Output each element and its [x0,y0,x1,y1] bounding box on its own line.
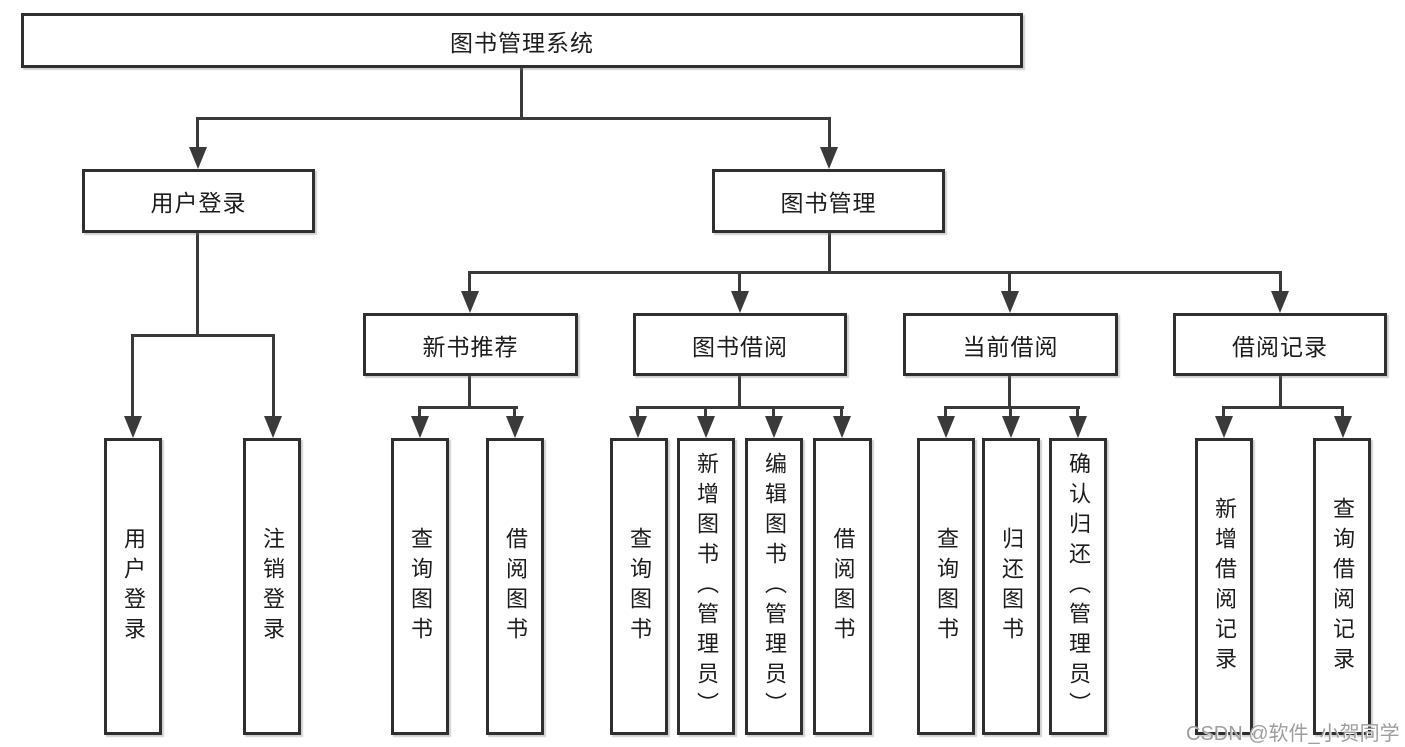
node-root-system: 图书管理系统 [21,13,1023,68]
connector-line [131,334,275,337]
connector-line [1279,271,1282,293]
node-label: 新增借阅记录 [1212,496,1237,677]
node-user-login: 用户登录 [82,169,315,233]
connector-line [196,117,199,149]
connector-line [1009,406,1012,418]
arrow-down-icon [264,416,282,438]
connector-line [196,117,831,120]
arrow-down-icon [1069,416,1087,438]
node-label: 新书推荐 [422,333,519,360]
node-label: 查询图书 [934,526,959,647]
connector-line [468,271,1282,274]
connector-line [1008,376,1011,409]
connector-line [1076,406,1079,418]
leaf-return-book: 归还图书 [982,438,1040,735]
node-label: 图书借阅 [692,333,788,360]
connector-line [196,233,199,337]
connector-line [468,271,471,293]
connector-line [1222,406,1225,418]
connector-line [1341,406,1344,418]
node-label: 图书管理系统 [450,29,594,56]
leaf-query-book-3: 查询图书 [917,438,975,735]
connector-line [1008,271,1011,293]
connector-line [738,376,741,409]
node-label: 用户登录 [150,190,247,216]
connector-line [828,117,831,149]
node-label: 当前借阅 [962,333,1059,360]
connector-line [468,376,471,409]
leaf-add-borrow-record: 新增借阅记录 [1195,438,1253,735]
connector-line [520,68,523,118]
node-label: 查询图书 [408,526,433,647]
connector-line [944,406,1080,409]
arrow-down-icon [629,416,647,438]
node-label: 归还图书 [999,526,1024,647]
connector-line [772,406,775,418]
connector-line [636,406,844,409]
connector-line [636,406,639,418]
connector-line [418,406,421,418]
leaf-edit-book-admin: 编辑图书（管理员） [745,438,803,735]
arrow-down-icon [731,291,749,313]
arrow-down-icon [1215,416,1233,438]
node-label: 注销登录 [260,526,285,647]
arrow-down-icon [411,416,429,438]
node-borrow-record: 借阅记录 [1173,313,1387,376]
leaf-logout: 注销登录 [243,438,301,735]
node-label: 新增图书（管理员） [694,451,719,722]
node-label: 确认归还（管理员） [1066,451,1091,722]
node-label: 查询借阅记录 [1330,496,1355,677]
connector-line [272,334,275,418]
connector-line [1222,406,1344,409]
node-label: 用户登录 [121,526,146,647]
connector-line [131,334,134,418]
arrow-down-icon [1002,416,1020,438]
leaf-confirm-return-admin: 确认归还（管理员） [1049,438,1107,735]
watermark: CSDN @软件_小贺同学 [1186,723,1400,745]
arrow-down-icon [461,291,479,313]
connector-line [1279,376,1282,409]
node-label: 借阅图书 [503,526,528,647]
connector-line [704,406,707,418]
connector-line [418,406,518,409]
arrow-down-icon [833,416,851,438]
connector-line [840,406,843,418]
node-current-borrow: 当前借阅 [903,313,1118,376]
leaf-query-book-1: 查询图书 [391,438,449,735]
connector-line [944,406,947,418]
leaf-query-book-2: 查询图书 [610,438,668,735]
leaf-query-borrow-record: 查询借阅记录 [1313,438,1371,735]
node-label: 借阅图书 [830,526,856,647]
leaf-user-login: 用户登录 [104,438,162,735]
node-book-borrow: 图书借阅 [633,313,847,376]
arrow-down-icon [765,416,783,438]
arrow-down-icon [1271,291,1289,313]
node-label: 图书管理 [780,190,877,216]
arrow-down-icon [937,416,955,438]
node-book-management: 图书管理 [712,169,945,233]
node-label: 借阅记录 [1232,333,1328,360]
arrow-down-icon [506,416,524,438]
arrow-down-icon [1334,416,1352,438]
arrow-down-icon [124,416,142,438]
arrow-down-icon [820,147,838,169]
arrow-down-icon [697,416,715,438]
leaf-borrow-book-1: 借阅图书 [486,438,544,735]
connector-line [513,406,516,418]
leaf-borrow-book-2: 借阅图书 [813,438,872,735]
arrow-down-icon [1001,291,1019,313]
arrow-down-icon [189,147,207,169]
connector-line [738,271,741,293]
node-label: 查询图书 [627,526,652,647]
connector-line [828,233,831,274]
leaf-add-book-admin: 新增图书（管理员） [677,438,735,735]
node-label: 编辑图书（管理员） [762,451,787,722]
node-new-book-recommend: 新书推荐 [363,313,578,376]
